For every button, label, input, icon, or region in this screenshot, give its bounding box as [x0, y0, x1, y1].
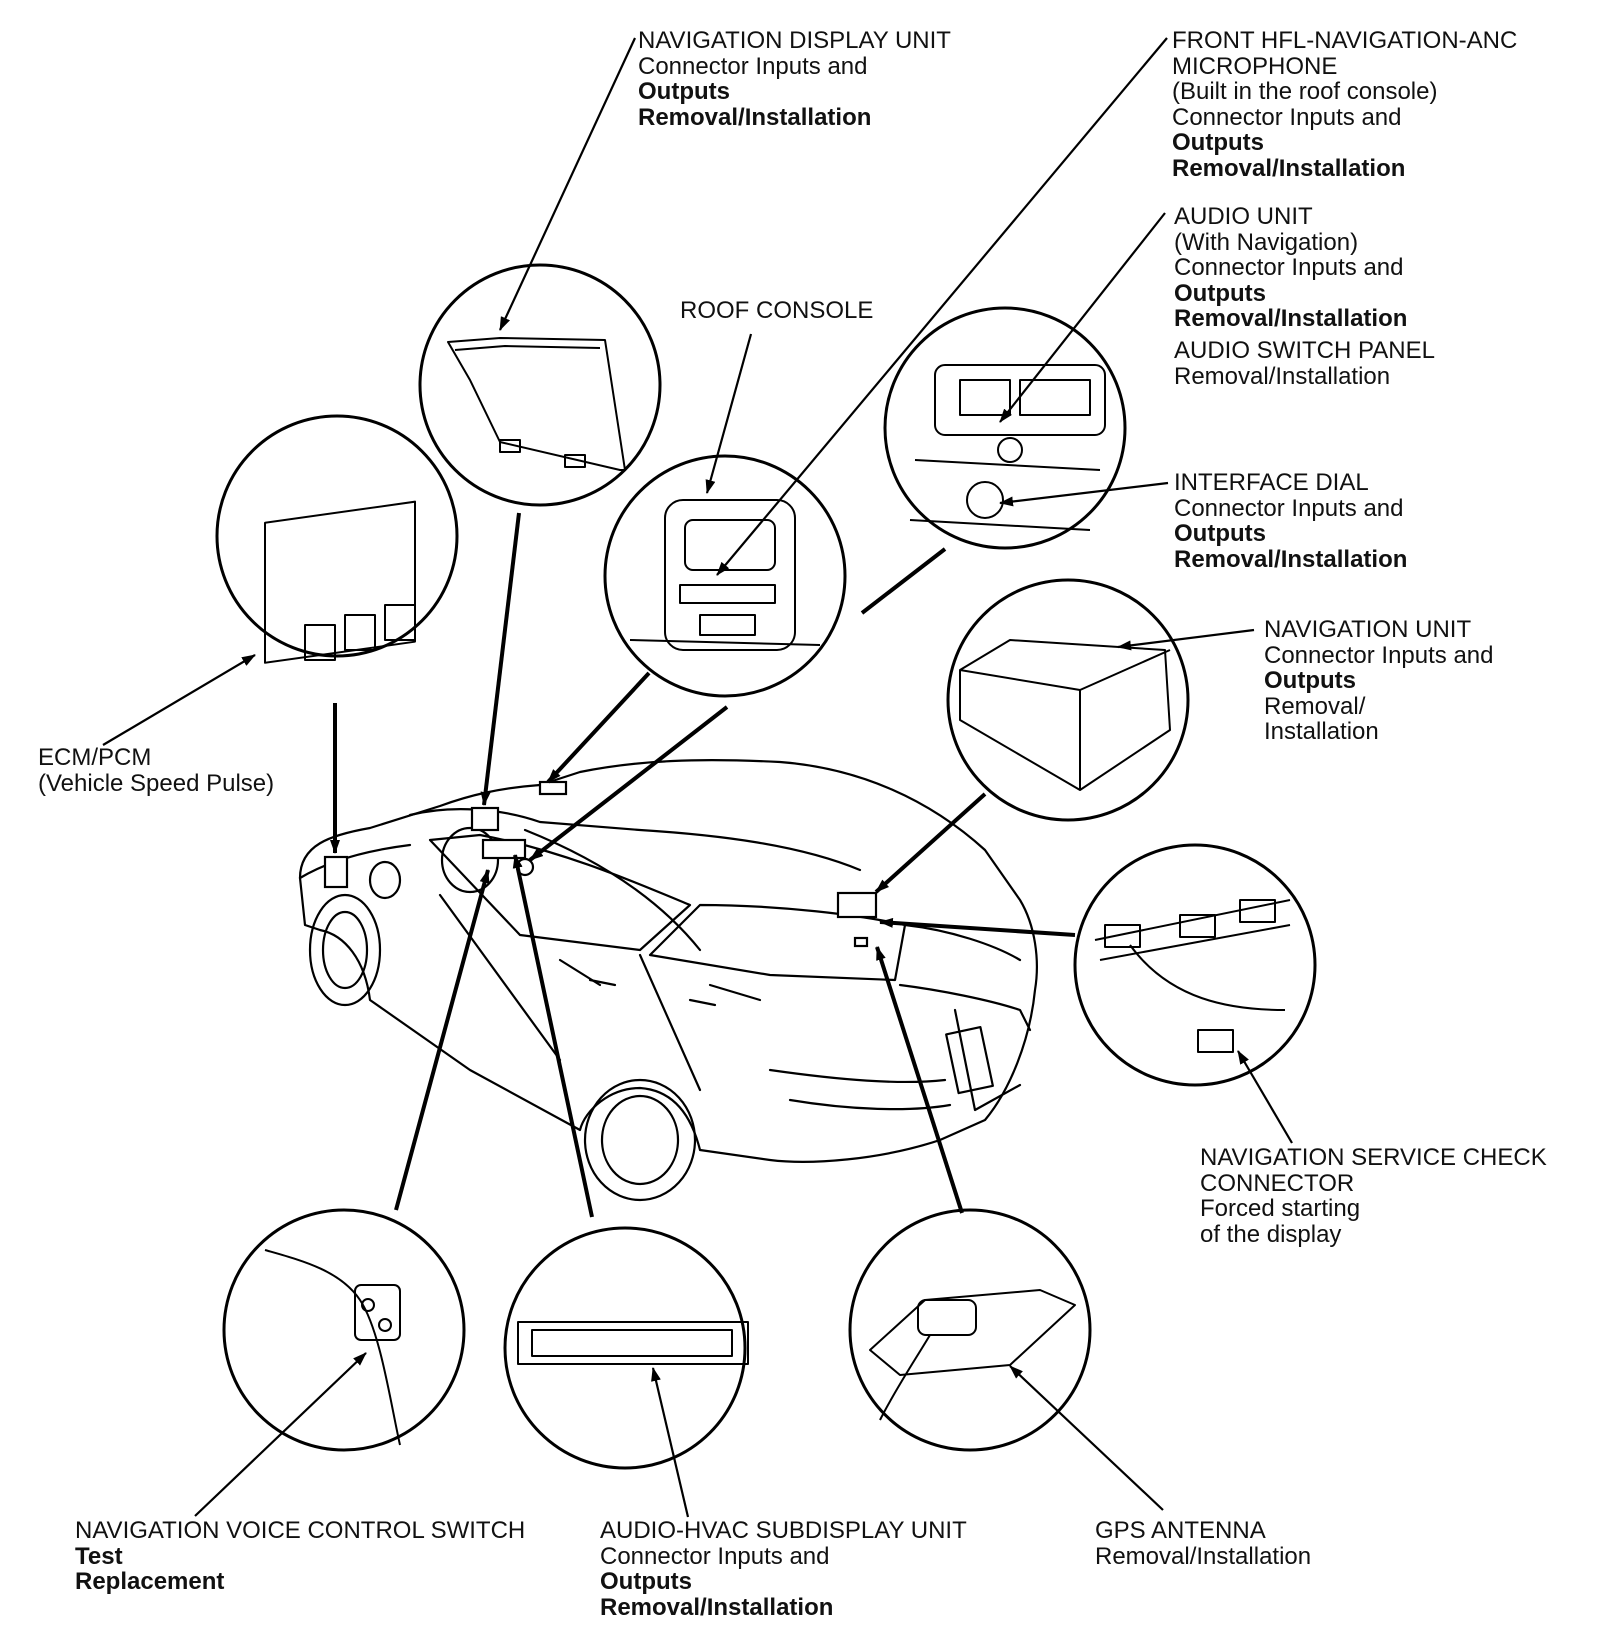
audio-unit-outputs-link[interactable]: Outputs: [1174, 279, 1266, 307]
subdisplay-callout: AUDIO-HVAC SUBDISPLAY UNIT Connector Inp…: [600, 1518, 967, 1620]
audio-panel-detail: [883, 306, 1127, 550]
ecm-name: ECM/PCM: [38, 744, 152, 771]
front-mic-note: (Built in the roof console): [1172, 78, 1438, 105]
subdisplay-marker: [481, 838, 527, 860]
nav-unit-installation-link[interactable]: Installation: [1264, 718, 1379, 745]
nav-display-callout: NAVIGATION DISPLAY UNIT Connector Inputs…: [638, 28, 951, 130]
front-mic-name-2: MICROPHONE: [1172, 52, 1338, 80]
nav-display-name: NAVIGATION DISPLAY UNIT: [638, 27, 951, 54]
service-check-note-2: of the display: [1200, 1220, 1342, 1248]
service-check-note: Forced starting: [1200, 1195, 1361, 1222]
gps-antenna-detail: [848, 1208, 1092, 1452]
gps-callout: GPS ANTENNA Removal/Installation: [1095, 1518, 1311, 1569]
roof-console-detail: [603, 454, 847, 698]
audio-unit-removal-link[interactable]: Removal/Installation: [1174, 305, 1408, 332]
interface-dial-text: Connector Inputs and: [1174, 494, 1404, 522]
audio-switch-callout: AUDIO SWITCH PANEL Removal/Installation: [1174, 338, 1435, 389]
front-mic-text: Connector Inputs and: [1172, 103, 1402, 131]
front-mic-outputs-link[interactable]: Outputs: [1172, 129, 1264, 156]
audio-unit-note: (With Navigation): [1174, 228, 1359, 256]
voice-switch-test-link[interactable]: Test: [75, 1542, 123, 1570]
nav-unit-removal-link[interactable]: Removal/: [1264, 692, 1366, 720]
voice-switch-callout: NAVIGATION VOICE CONTROL SWITCH Test Rep…: [75, 1518, 525, 1595]
interface-dial-outputs-link[interactable]: Outputs: [1174, 520, 1266, 547]
service-connector-detail: [1073, 843, 1317, 1087]
subdisplay-outputs-link[interactable]: Outputs: [600, 1568, 692, 1595]
gps-name: GPS ANTENNA: [1095, 1517, 1266, 1544]
subdisplay-text: Connector Inputs and: [600, 1542, 830, 1570]
car-components: [323, 780, 878, 948]
nav-unit-text: Connector Inputs and: [1264, 641, 1494, 669]
subdisplay-detail: [503, 1226, 747, 1470]
ecm-note: (Vehicle Speed Pulse): [38, 769, 275, 797]
interface-dial-callout: INTERFACE DIAL Connector Inputs and Outp…: [1174, 470, 1407, 572]
nav-unit-callout: NAVIGATION UNIT Connector Inputs and Out…: [1264, 617, 1494, 745]
audio-unit-text: Connector Inputs and: [1174, 254, 1404, 281]
nav-display-outputs-link[interactable]: Outputs: [638, 78, 730, 105]
roof-console-name: ROOF CONSOLE: [680, 297, 874, 324]
service-check-name: NAVIGATION SERVICE CHECK: [1200, 1144, 1547, 1171]
nav-unit-outputs-link[interactable]: Outputs: [1264, 667, 1356, 694]
front-mic-removal-link[interactable]: Removal/Installation: [1172, 154, 1406, 182]
voice-switch-name: NAVIGATION VOICE CONTROL SWITCH: [75, 1517, 526, 1544]
ecm-location-marker: [323, 855, 349, 889]
nav-unit-detail: [946, 578, 1190, 822]
interface-dial-name: INTERFACE DIAL: [1174, 469, 1369, 496]
ecm-callout: ECM/PCM (Vehicle Speed Pulse): [38, 745, 274, 796]
audio-switch-name: AUDIO SWITCH PANEL: [1174, 337, 1435, 364]
audio-unit-name: AUDIO UNIT: [1174, 203, 1313, 230]
voice-switch-detail: [222, 1208, 466, 1452]
gps-marker: [853, 936, 869, 948]
nav-unit-marker: [836, 891, 878, 919]
front-mic-callout: FRONT HFL-NAVIGATION-ANC MICROPHONE (Bui…: [1172, 28, 1517, 181]
nav-unit-name: NAVIGATION UNIT: [1264, 616, 1472, 643]
nav-display-removal-link[interactable]: Removal/Installation: [638, 103, 872, 131]
audio-switch-removal-link[interactable]: Removal/Installation: [1174, 362, 1391, 390]
nav-display-text: Connector Inputs and: [638, 52, 868, 80]
subdisplay-name: AUDIO-HVAC SUBDISPLAY UNIT: [600, 1517, 967, 1544]
front-mic-name: FRONT HFL-NAVIGATION-ANC: [1172, 27, 1518, 54]
roof-console-callout: ROOF CONSOLE: [680, 298, 873, 324]
detail-circles: [215, 263, 1317, 1470]
audio-unit-callout: AUDIO UNIT (With Navigation) Connector I…: [1174, 204, 1407, 332]
nav-display-detail: [418, 263, 662, 507]
nav-display-marker: [470, 806, 500, 832]
interface-dial-removal-link[interactable]: Removal/Installation: [1174, 545, 1408, 573]
gps-removal-link[interactable]: Removal/Installation: [1095, 1542, 1312, 1570]
ecm-detail: [215, 414, 459, 658]
car-body: [298, 759, 1038, 1202]
service-check-name-2: CONNECTOR: [1200, 1169, 1355, 1197]
subdisplay-removal-link[interactable]: Removal/Installation: [600, 1593, 834, 1621]
voice-switch-replacement-link[interactable]: Replacement: [75, 1568, 225, 1595]
roof-console-marker: [538, 780, 568, 796]
service-check-callout: NAVIGATION SERVICE CHECK CONNECTOR Force…: [1200, 1145, 1547, 1247]
